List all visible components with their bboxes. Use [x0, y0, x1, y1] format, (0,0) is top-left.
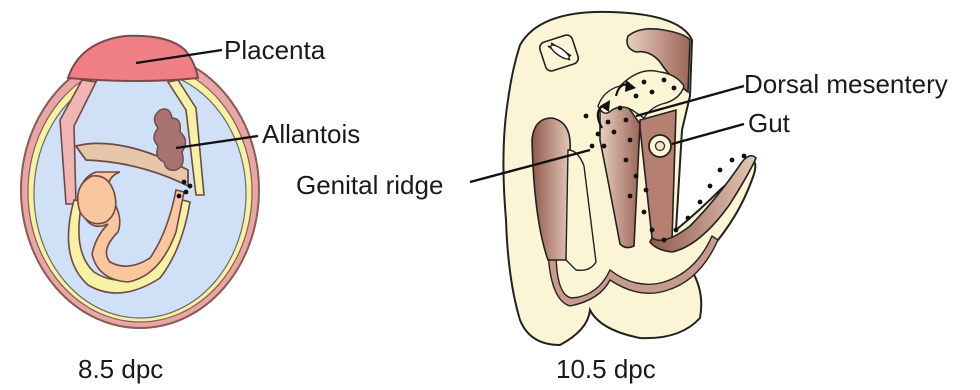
panel-10-5-dpc: Dorsal mesentery Gut Genital ridge 10.5 … — [296, 12, 948, 384]
embryo-head — [78, 176, 116, 224]
caption-10-5-dpc: 10.5 dpc — [556, 354, 656, 384]
label-allantois: Allantois — [262, 119, 360, 149]
label-placenta: Placenta — [224, 35, 326, 65]
label-genital-ridge: Genital ridge — [296, 170, 443, 200]
gut-lumen — [656, 142, 665, 151]
label-dorsal-mesentery: Dorsal mesentery — [744, 69, 948, 99]
panel-8-5-dpc: Placenta Allantois 8.5 dpc — [21, 35, 360, 384]
caption-8-5-dpc: 8.5 dpc — [78, 354, 163, 384]
label-gut: Gut — [748, 108, 791, 138]
placenta — [68, 36, 198, 81]
